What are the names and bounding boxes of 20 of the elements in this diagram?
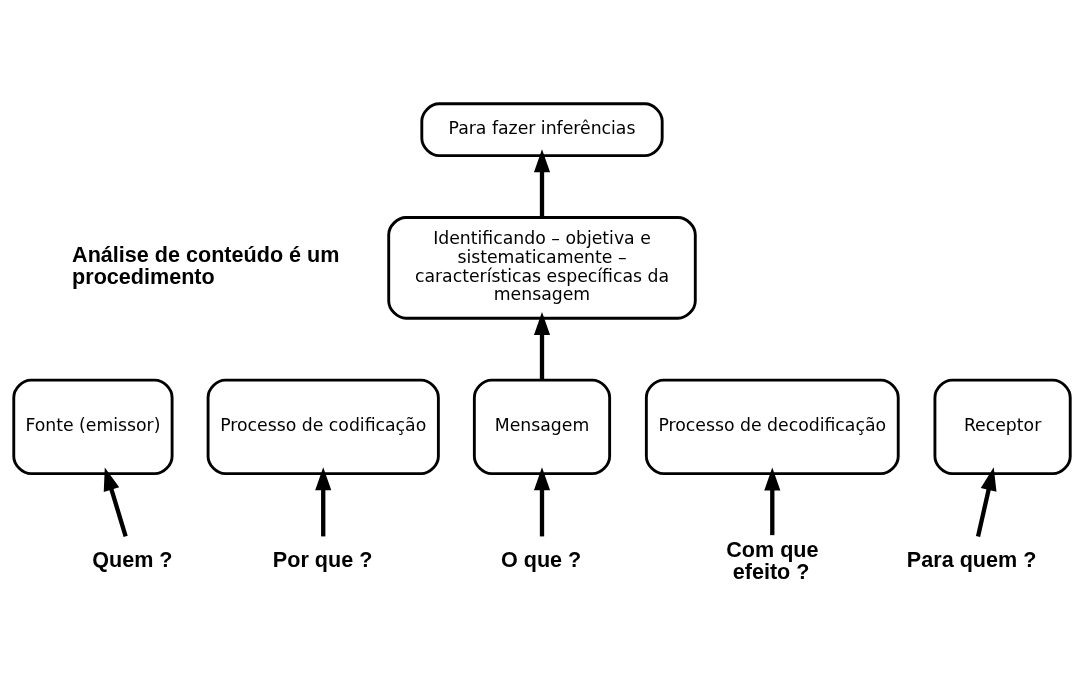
node-box: Fonte (emissor): [12, 378, 174, 475]
arrow: [533, 311, 551, 380]
node-box: Processo de codificação: [206, 378, 440, 475]
node-box: Receptor: [933, 378, 1072, 475]
arrow: [533, 466, 551, 536]
node-box: Mensagem: [472, 378, 612, 475]
node-text: Quem ?: [92, 545, 173, 571]
arrow: [103, 466, 128, 537]
node-box: Identificando – objetiva e sistematicamente – características específicas da mensagem: [387, 215, 697, 320]
label: Análise de conteúdo é um procedimento: [72, 241, 340, 289]
node-text: Para quem ?: [906, 545, 1037, 571]
arrow: [315, 466, 332, 536]
node-box: Para fazer inferências: [420, 101, 664, 157]
arrow: [533, 148, 551, 217]
arrow: [975, 466, 997, 537]
node-box: Processo de decodificação: [644, 378, 900, 475]
node-text: Por que ?: [272, 545, 373, 571]
node-text: Com que efeito ?: [726, 536, 819, 584]
arrow: [764, 466, 781, 535]
node-text: O que ?: [500, 545, 582, 571]
